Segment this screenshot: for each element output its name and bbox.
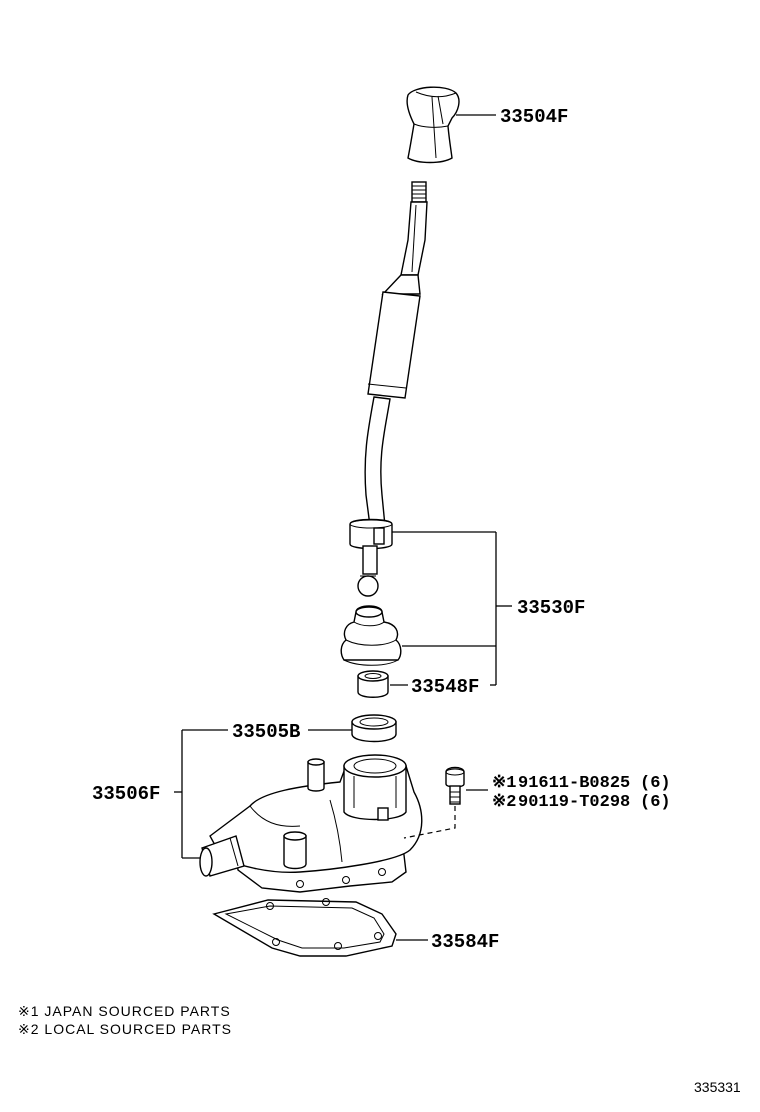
bolt-position-line bbox=[403, 806, 456, 839]
shift-knob-drawing bbox=[406, 86, 460, 164]
label-gasket: 33584F bbox=[431, 931, 499, 953]
seal-drawing bbox=[351, 714, 397, 743]
label-shift-knob: 33504F bbox=[500, 106, 568, 128]
label-bushing: 33548F bbox=[411, 676, 479, 698]
bolt-qty-1: (6) bbox=[640, 774, 671, 793]
shift-lever-drawing bbox=[349, 181, 428, 597]
bolt-qty-2: (6) bbox=[640, 793, 671, 812]
label-lever-assy: 33530F bbox=[517, 597, 585, 619]
bolt-drawing bbox=[445, 766, 465, 805]
bolt-number-1: 91611-B0825 bbox=[518, 774, 630, 793]
retainer-housing-drawing bbox=[199, 754, 423, 893]
bushing-drawing bbox=[357, 670, 389, 698]
note-local-sourced: ※2 LOCAL SOURCED PARTS bbox=[18, 1021, 232, 1037]
gasket-drawing bbox=[212, 898, 397, 957]
boot-drawing bbox=[340, 605, 402, 666]
bolt-mark-2: ※2 bbox=[492, 793, 516, 812]
label-seal: 33505B bbox=[232, 721, 300, 743]
label-retainer-assy: 33506F bbox=[92, 783, 160, 805]
bolt-number-2: 90119-T0298 bbox=[518, 793, 630, 812]
bracket-lever-assy bbox=[392, 531, 512, 686]
bolt-mark-1: ※1 bbox=[492, 774, 516, 793]
note-japan-sourced: ※1 JAPAN SOURCED PARTS bbox=[18, 1003, 231, 1019]
diagram-id: 335331 bbox=[694, 1079, 741, 1095]
